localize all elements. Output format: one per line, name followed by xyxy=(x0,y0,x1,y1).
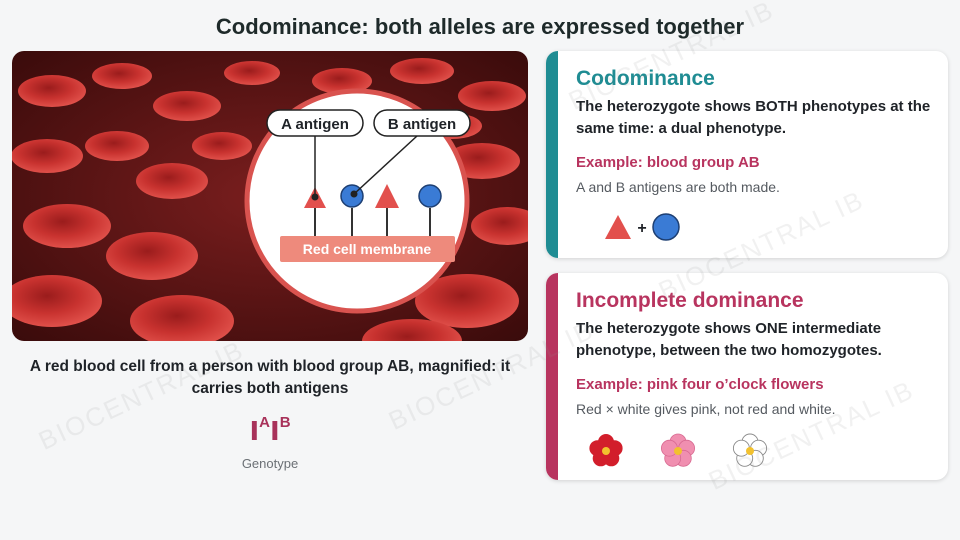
codominance-example: Example: blood group AB xyxy=(576,154,760,171)
codominance-card: Codominance The heterozygote shows BOTH … xyxy=(546,51,948,258)
pink-flower-icon xyxy=(660,433,696,467)
genotype-notation: IAIB xyxy=(220,414,320,448)
callout-a-label: A antigen xyxy=(281,116,349,133)
callout-b-label: B antigen xyxy=(388,116,456,133)
flower-icons xyxy=(586,431,776,476)
page-title: Codominance: both alleles are expressed … xyxy=(215,14,745,39)
codominance-icons: + xyxy=(604,211,694,248)
codominance-note: A and B antigens are both made. xyxy=(576,179,780,195)
incomplete-heading: Incomplete dominance xyxy=(576,289,804,312)
genotype-label: Genotype xyxy=(241,456,299,471)
illustration-caption: A red blood cell from a person with bloo… xyxy=(29,358,511,397)
blue-circle-icon xyxy=(652,213,680,241)
red-triangle-icon xyxy=(605,215,631,239)
incomplete-example: Example: pink four o’clock flowers xyxy=(576,376,824,393)
codominance-description: The heterozygote shows BOTH phenotypes a… xyxy=(576,98,931,137)
incomplete-note: Red × white gives pink, not red and whit… xyxy=(576,401,836,417)
accent-bar xyxy=(546,51,558,258)
accent-bar xyxy=(546,273,558,480)
b-antigen-icon xyxy=(418,184,442,208)
gene-symbol: I xyxy=(249,417,260,447)
red-blood-cell-illustration: Red cell membrane A antigen B antigen xyxy=(12,51,528,341)
blood-cells-background xyxy=(12,58,528,341)
a-antigen-icon xyxy=(375,184,399,208)
allele-b: B xyxy=(279,414,291,431)
membrane-label: Red cell membrane xyxy=(303,241,432,257)
allele-a: A xyxy=(259,414,270,431)
callout-a-box xyxy=(266,109,364,137)
incomplete-dominance-card: Incomplete dominance The heterozygote sh… xyxy=(546,273,948,480)
membrane-bar xyxy=(280,236,455,262)
incomplete-description: The heterozygote shows ONE intermediate … xyxy=(576,320,882,359)
white-flower-icon xyxy=(732,433,768,467)
magnified-view: Red cell membrane A antigen B antigen xyxy=(244,88,471,314)
plus-sign: + xyxy=(637,220,646,237)
codominance-heading: Codominance xyxy=(576,67,715,90)
red-flower-icon xyxy=(589,434,623,467)
gene-symbol: I xyxy=(270,417,280,447)
callout-b-box xyxy=(373,109,471,137)
